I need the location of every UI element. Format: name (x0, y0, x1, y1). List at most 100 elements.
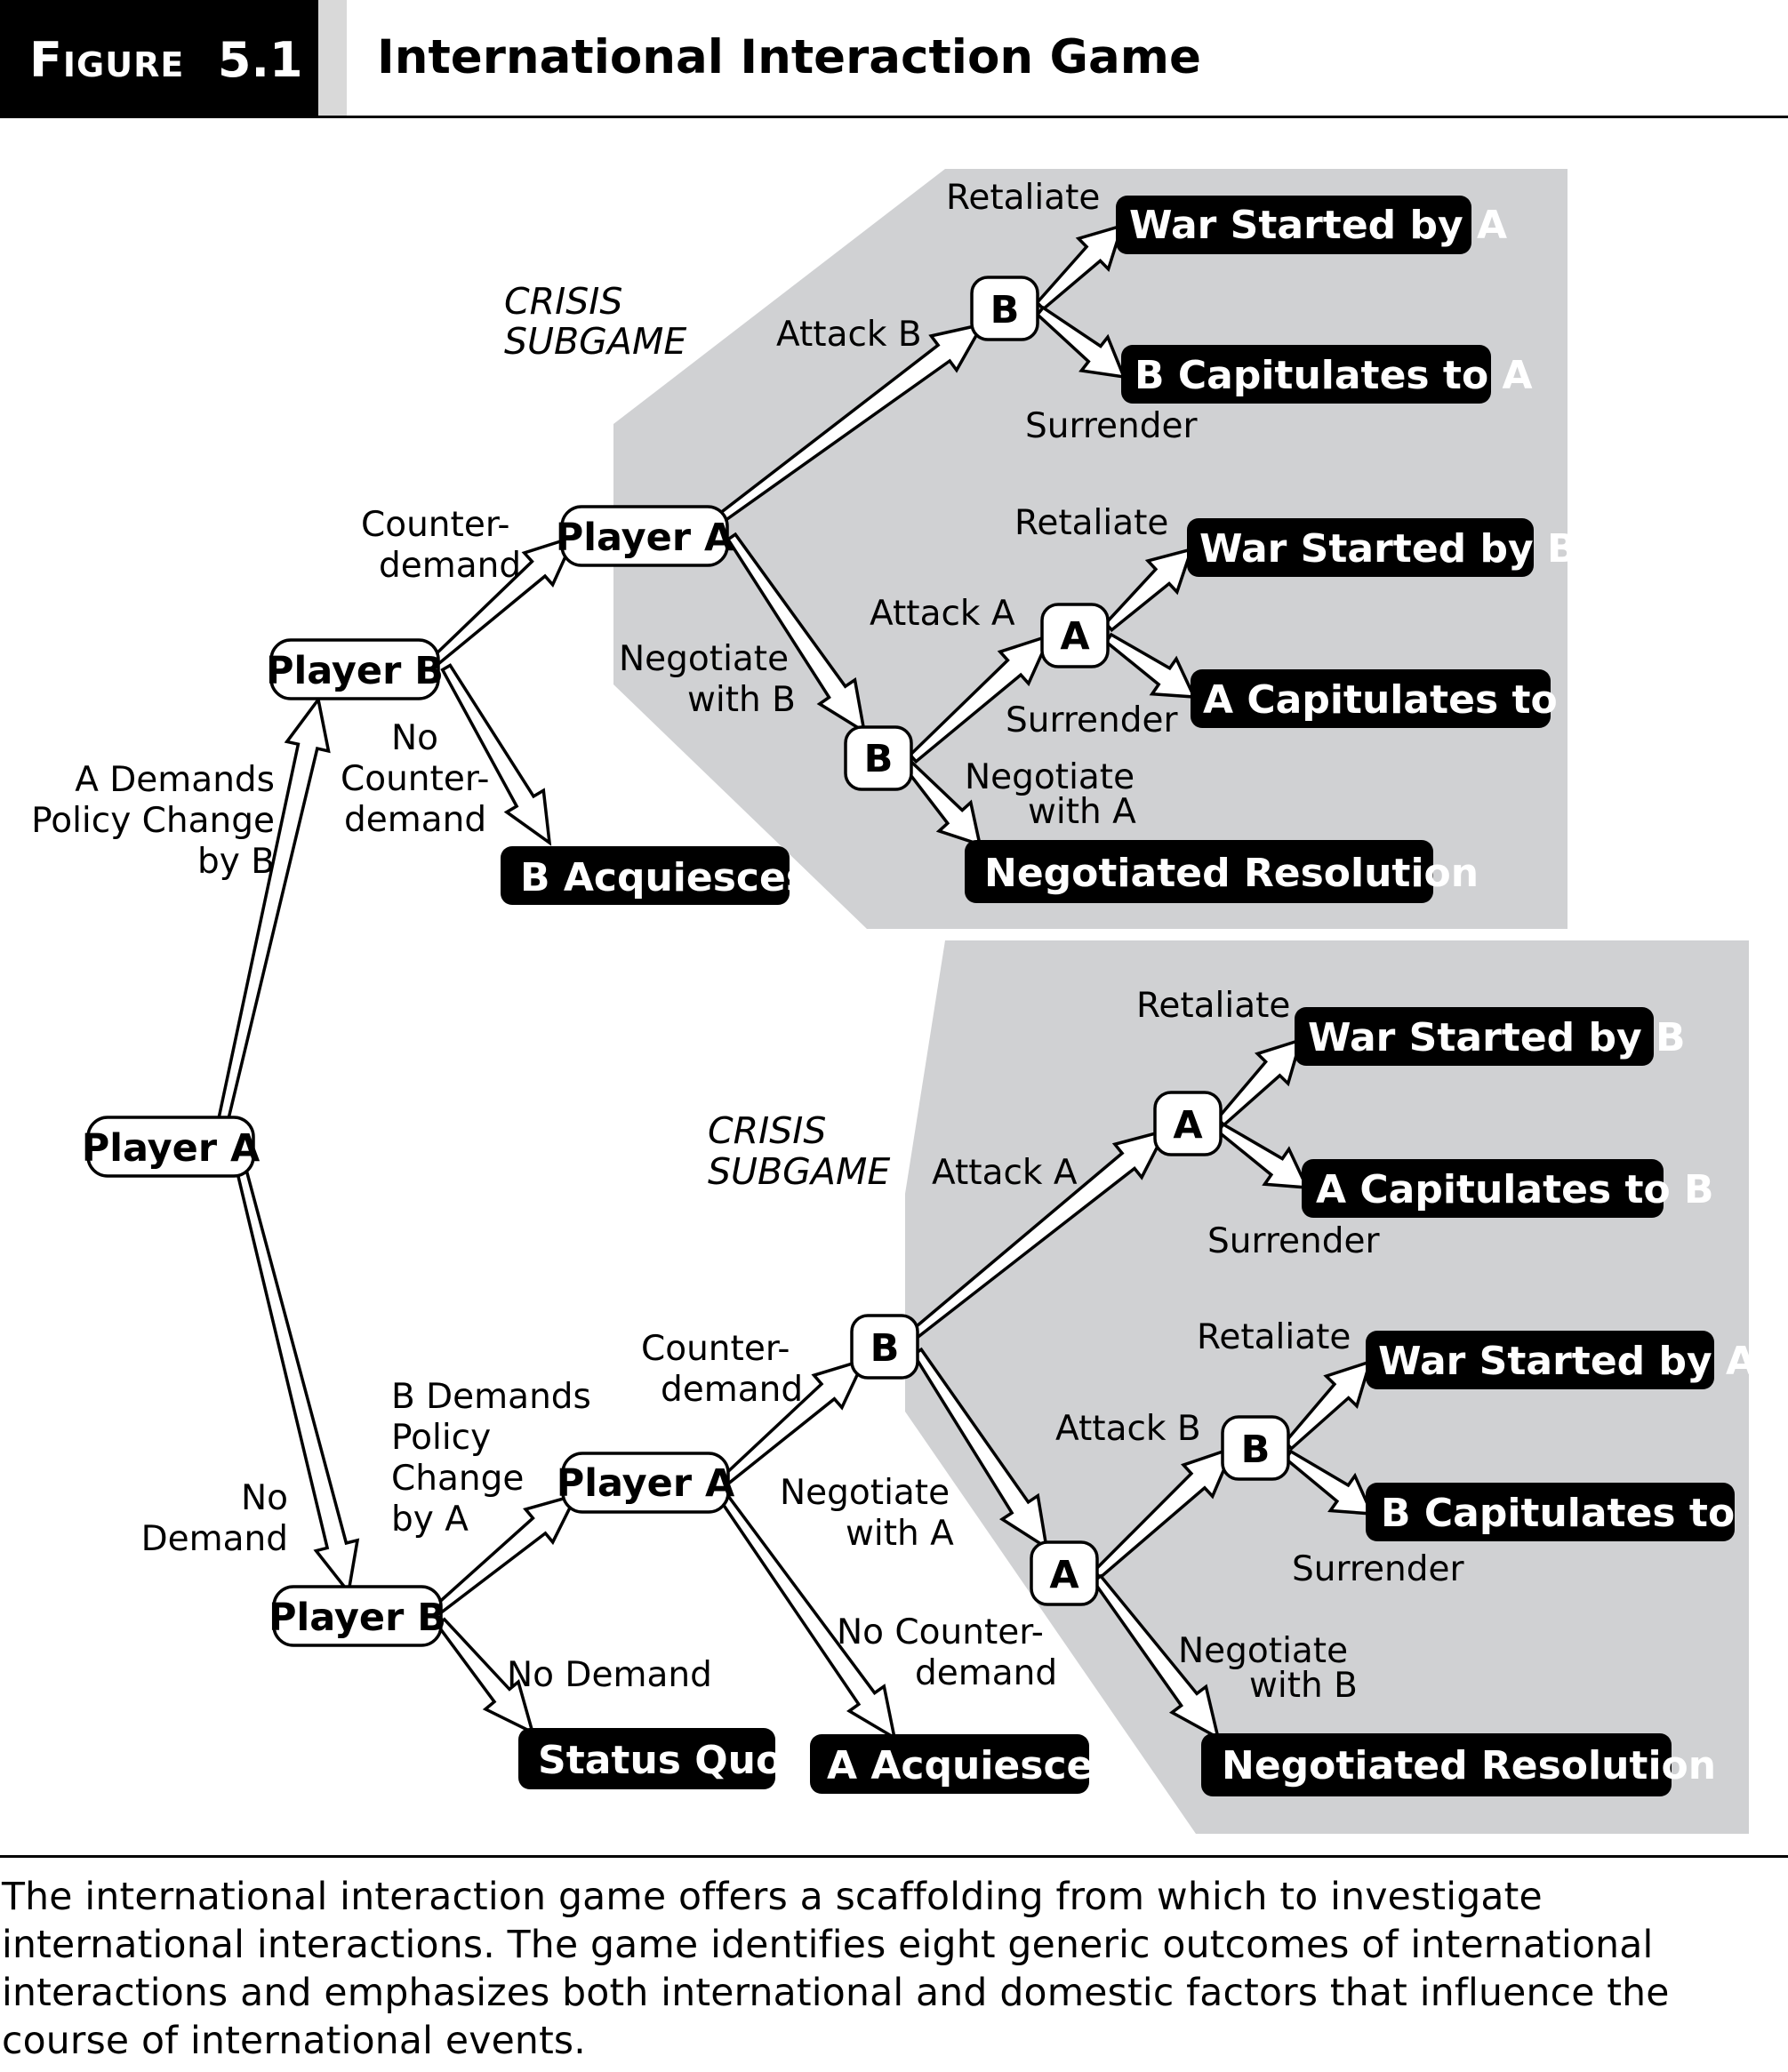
svg-text:Player B: Player B (269, 1596, 446, 1640)
outcome-negotiated-resolution-bottom: Negotiated Resolution (1201, 1733, 1716, 1796)
figure-label-box: Figure 5.1 (0, 0, 318, 116)
figure-label-accent (318, 0, 347, 116)
header-rule (0, 116, 1788, 118)
label-no-demand: Demand (141, 1519, 288, 1559)
figure-number: 5.1 (217, 32, 303, 88)
outcome-war-started-by-b-top: War Started by B (1187, 518, 1577, 577)
node-upper-crisis-player-a: Player A (556, 505, 734, 567)
svg-text:Player A: Player A (82, 1126, 261, 1171)
label-negotiate-with-b-top: with B (687, 680, 796, 720)
figure-label: Figure 5.1 (29, 0, 303, 116)
svg-text:A Capitulates to B: A Capitulates to B (1316, 1167, 1714, 1212)
arrow-crisis-b-to-a-negotiate (911, 1347, 1049, 1551)
node-lower-a-attack: A (1153, 1091, 1223, 1156)
arrow-b-attack-to-capitulate-bottom (1283, 1449, 1375, 1516)
label-negotiate-with-b-bottom: Negotiate (1178, 1631, 1348, 1671)
label-surrender: Surrender (1207, 1221, 1380, 1261)
arrow-crisis-a-to-b-negotiate (726, 532, 867, 735)
label-no-demand: No (241, 1478, 288, 1518)
label-retaliate: Retaliate (1136, 986, 1290, 1026)
arrow-b-attack-to-war-bottom (1283, 1359, 1373, 1451)
label-no-counterdemand-top: No (391, 718, 438, 758)
label-counterdemand-bottom: demand (661, 1370, 803, 1410)
branch-arrows (212, 223, 1375, 1741)
arrow-upper-b-to-crisis-a (430, 534, 578, 667)
arrow-crisis-b-to-a-attack (903, 1128, 1169, 1345)
arrow-lower-a-to-crisis-b (719, 1357, 868, 1487)
label-surrender: Surrender (1025, 406, 1198, 446)
node-lower-b-attack: B (1221, 1415, 1290, 1481)
label-attack-b-top: Attack B (776, 315, 922, 355)
svg-text:B Capitulates to A: B Capitulates to A (1135, 353, 1533, 398)
figure-caption: The international interaction game offer… (2, 1876, 1670, 2063)
arrow-upper-b-to-acquiesces (440, 663, 552, 846)
label-no-counterdemand-top: demand (344, 800, 486, 840)
label-a-demands: Policy Change (31, 801, 275, 841)
label-attack-a-bottom: Attack A (932, 1153, 1078, 1193)
label-retaliate: Retaliate (946, 178, 1100, 218)
label-counterdemand-bottom: Counter- (641, 1329, 790, 1369)
label-no-demand-b: No Demand (507, 1655, 712, 1695)
label-b-demands: Change (391, 1459, 524, 1499)
arrow-lower-b-to-lower-a (432, 1492, 580, 1616)
game-tree-diagram: CRISIS SUBGAME CRISIS SUBGAME War Starte… (31, 169, 1779, 1834)
arrow-b-negotiate-to-negotiated (902, 760, 982, 847)
label-attack-a-top: Attack A (870, 594, 1015, 634)
svg-text:A: A (1173, 1103, 1203, 1148)
outcome-b-acquiesces: B Acquiesces (501, 846, 809, 905)
svg-text:B: B (870, 1326, 900, 1371)
outcome-status-quo: Status Quo (518, 1728, 782, 1789)
outcome-a-capitulates-top: A Capitulates to B (1191, 669, 1601, 728)
arrow-root-to-upper-b (212, 695, 331, 1148)
label-no-counterdemand-bottom: No Counter- (837, 1612, 1044, 1652)
label-negotiate-with-b-bottom: with B (1249, 1666, 1358, 1706)
label-retaliate: Retaliate (1014, 503, 1168, 543)
svg-text:War Started by B: War Started by B (1199, 526, 1577, 572)
label-b-demands: B Demands (391, 1377, 591, 1417)
subgame-label-bottom-1: CRISIS (708, 1109, 826, 1152)
caption-rule (0, 1855, 1788, 1858)
outcome-b-capitulates-top: B Capitulates to A (1121, 345, 1533, 404)
label-counterdemand-top: demand (379, 546, 521, 586)
svg-text:B Acquiesces: B Acquiesces (520, 855, 809, 900)
svg-text:Player A: Player A (556, 516, 734, 560)
arrow-a-attack-to-capitulate (1103, 632, 1197, 699)
svg-text:B: B (864, 737, 894, 781)
svg-text:War Started by A: War Started by A (1378, 1339, 1756, 1384)
outcome-war-started-by-b-bottom: War Started by B (1295, 1007, 1686, 1066)
node-upper-b-attack: B (970, 276, 1039, 341)
svg-text:A Acquiesces: A Acquiesces (827, 1743, 1117, 1788)
label-attack-b-bottom: Attack B (1055, 1409, 1201, 1449)
svg-text:A: A (1060, 614, 1090, 659)
node-lower-a-negotiate: A (1030, 1540, 1099, 1606)
arrow-b-negotiate-to-a-attack (908, 633, 1054, 764)
outcome-a-acquiesces: A Acquiesces (810, 1734, 1117, 1794)
figure-word: Figure (29, 32, 185, 88)
label-negotiate-with-a-bottom: with A (846, 1514, 954, 1554)
arrow-lower-b-to-status-quo (435, 1617, 535, 1736)
svg-text:Status Quo: Status Quo (538, 1738, 782, 1783)
label-no-counterdemand-top: Counter- (341, 759, 489, 799)
svg-text:A: A (1049, 1553, 1079, 1597)
arrow-crisis-a-to-b-attack (717, 322, 986, 524)
svg-text:B: B (1241, 1428, 1271, 1472)
arrow-b-attack-to-capitulate (1035, 305, 1127, 380)
label-b-demands: by A (391, 1500, 469, 1540)
outcome-a-capitulates-bottom: A Capitulates to B (1302, 1159, 1714, 1218)
label-retaliate: Retaliate (1197, 1317, 1351, 1357)
svg-text:Player A: Player A (557, 1461, 735, 1506)
svg-text:B: B (990, 288, 1020, 332)
svg-text:Player B: Player B (266, 649, 444, 693)
svg-text:Negotiated Resolution: Negotiated Resolution (1222, 1743, 1716, 1788)
arrow-a-attack-to-capitulate-bottom (1215, 1122, 1310, 1189)
arrow-a-attack-to-war (1103, 547, 1194, 633)
svg-text:War Started by B: War Started by B (1308, 1015, 1686, 1060)
node-upper-player-b: Player B (266, 638, 444, 700)
label-negotiate-with-a-top: with A (1028, 792, 1136, 832)
svg-text:War Started by A: War Started by A (1129, 203, 1507, 248)
branch-labels: A Demands Policy Change by B No Demand C… (31, 178, 1464, 1706)
outcome-b-capitulates-bottom: B Capitulates to A (1366, 1483, 1779, 1541)
label-no-counterdemand-bottom: demand (915, 1653, 1057, 1693)
decision-nodes: Player A Player B Player B Player A Play… (82, 276, 1290, 1647)
arrow-a-negotiate-to-negotiated (1091, 1573, 1221, 1741)
